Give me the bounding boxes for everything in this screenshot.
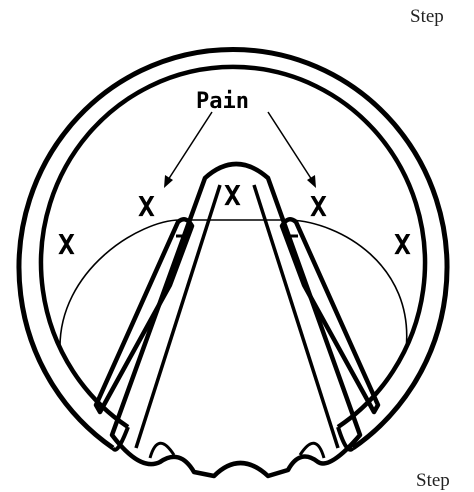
x-mark-left: X bbox=[138, 190, 155, 223]
pain-arrow-left bbox=[168, 112, 212, 180]
sole-boundary bbox=[60, 220, 407, 350]
x-mark-right: X bbox=[310, 190, 327, 223]
step-label-top: Step bbox=[410, 6, 444, 28]
pain-arrowhead-left bbox=[164, 175, 173, 188]
x-mark-far-left: X bbox=[58, 228, 75, 261]
hoof-wall-inner bbox=[41, 67, 425, 427]
pain-arrowhead-right bbox=[307, 175, 316, 188]
pain-arrow-right bbox=[268, 112, 312, 180]
x-mark-far-right: X bbox=[394, 228, 411, 261]
x-mark-center: X bbox=[224, 179, 241, 212]
pain-label: Pain bbox=[196, 89, 249, 114]
step-label-bottom: Step bbox=[416, 470, 450, 492]
